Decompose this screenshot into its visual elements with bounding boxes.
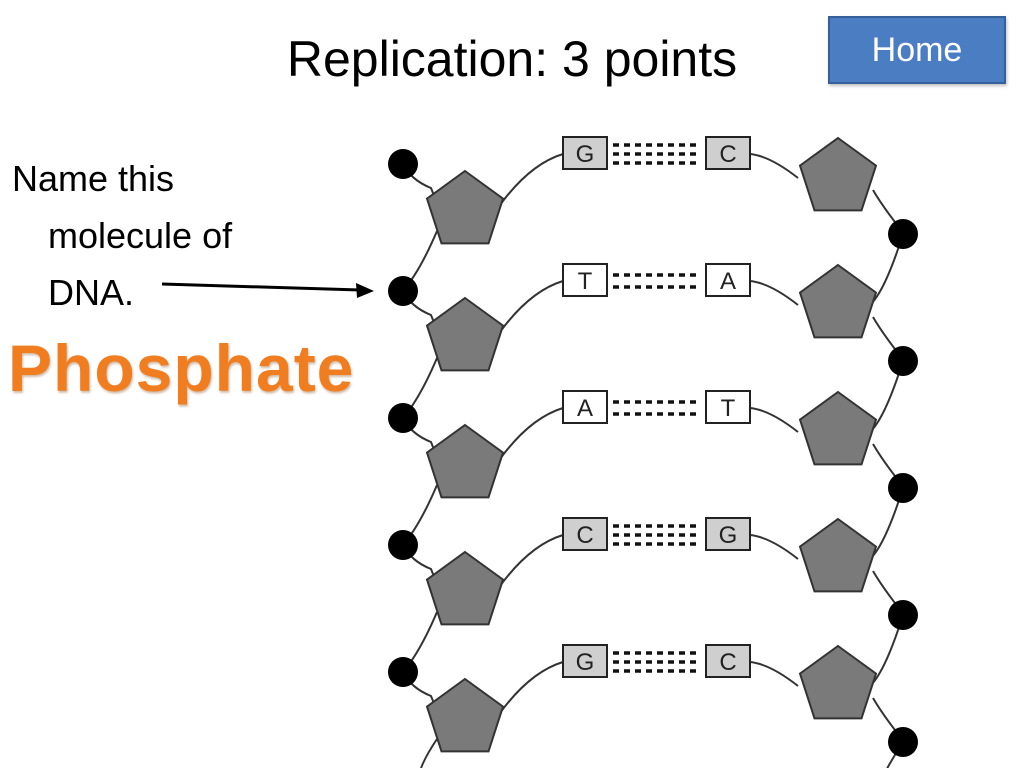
base-box: [562, 390, 608, 424]
base-label-right: C: [719, 141, 736, 168]
phosphate-circle-icon: [388, 403, 418, 433]
deoxyribose-pentagon-icon: [798, 517, 878, 593]
deoxyribose-pentagon-icon: [425, 550, 505, 626]
phosphate-circle-icon: [888, 600, 918, 630]
base-label-right: C: [719, 649, 736, 676]
base-box: [562, 136, 608, 170]
base-box: [705, 644, 751, 678]
backbone-line: [872, 697, 899, 735]
base-label-right: A: [720, 268, 736, 295]
base-label-right: T: [721, 395, 736, 422]
base-box: [705, 263, 751, 297]
base-label-left: T: [578, 268, 593, 295]
backbone-line: [749, 534, 799, 560]
base-box: [705, 136, 751, 170]
backbone-line: [749, 153, 799, 179]
base-box: [562, 644, 608, 678]
phosphate-circle-icon: [888, 473, 918, 503]
deoxyribose-pentagon-icon: [798, 644, 878, 720]
home-button[interactable]: Home: [828, 16, 1006, 84]
backbone-line: [872, 316, 899, 354]
deoxyribose-pentagon-icon: [425, 296, 505, 372]
deoxyribose-pentagon-icon: [425, 677, 505, 753]
phosphate-circle-icon: [388, 276, 418, 306]
base-label-left: G: [576, 141, 595, 168]
base-box: [562, 517, 608, 551]
base-box: [705, 517, 751, 551]
base-label-left: A: [577, 395, 593, 422]
backbone-line: [872, 570, 899, 608]
question-text: Name this molecule of DNA.: [12, 150, 312, 321]
phosphate-circle-icon: [388, 149, 418, 179]
phosphate-circle-icon: [888, 727, 918, 757]
base-label-left: G: [576, 649, 595, 676]
backbone-line: [499, 280, 564, 333]
backbone-line: [499, 661, 564, 714]
backbone-line: [749, 280, 799, 306]
deoxyribose-pentagon-icon: [798, 136, 878, 212]
backbone-line: [749, 661, 799, 687]
phosphate-circle-icon: [888, 219, 918, 249]
deoxyribose-pentagon-icon: [425, 423, 505, 499]
deoxyribose-pentagon-icon: [798, 390, 878, 466]
question-line-2: molecule of: [48, 215, 233, 256]
backbone-line: [499, 153, 564, 206]
backbone-line: [872, 189, 899, 227]
base-label-right: G: [719, 522, 738, 549]
deoxyribose-pentagon-icon: [798, 263, 878, 339]
backbone-line: [499, 407, 564, 460]
phosphate-circle-icon: [388, 530, 418, 560]
slide-title: Replication: 3 points: [286, 31, 738, 87]
question-line-3: DNA.: [48, 272, 135, 313]
deoxyribose-pentagon-icon: [425, 169, 505, 245]
base-box: [705, 390, 751, 424]
backbone-line: [749, 407, 799, 433]
backbone-line: [420, 738, 438, 768]
question-line-1: Name this: [12, 158, 175, 199]
base-box: [562, 263, 608, 297]
answer-phosphate: Phosphate: [8, 331, 355, 405]
base-label-left: C: [576, 522, 593, 549]
phosphate-circle-icon: [388, 657, 418, 687]
backbone-line: [499, 534, 564, 587]
phosphate-circle-icon: [888, 346, 918, 376]
backbone-line: [872, 443, 899, 481]
